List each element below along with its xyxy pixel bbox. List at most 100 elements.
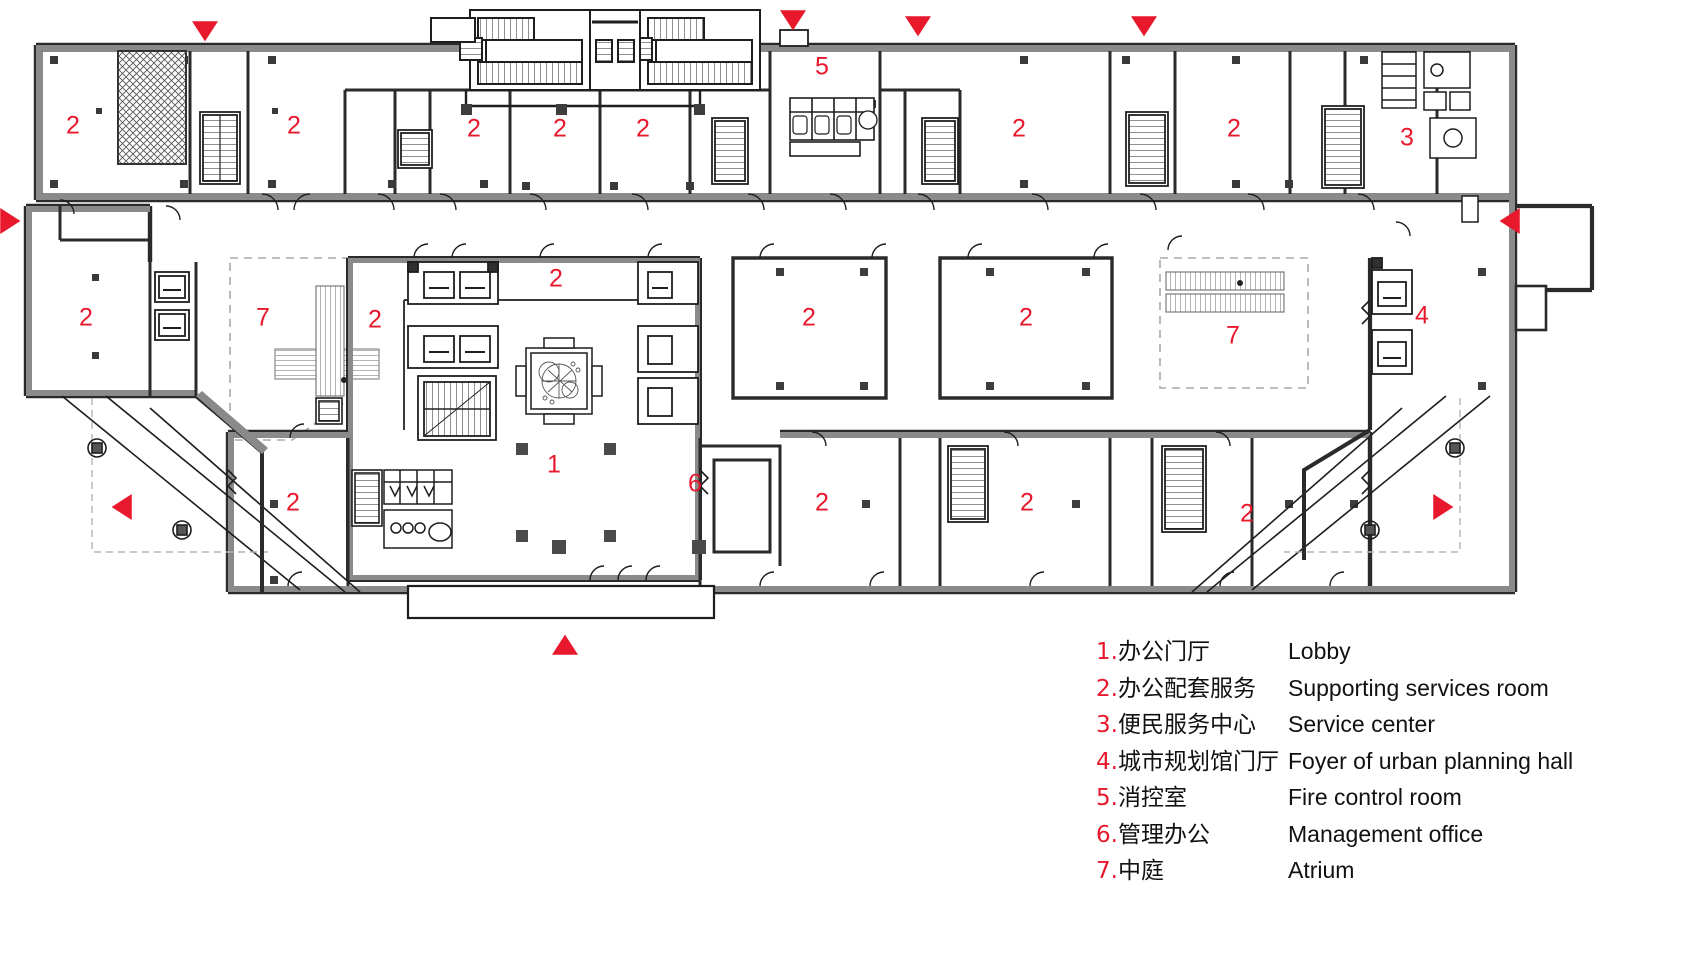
stair-north-mid-b <box>711 117 749 185</box>
east-wing-walls <box>1367 203 1595 430</box>
room-number-label: 6 <box>688 470 702 498</box>
room-number-label: 2 <box>66 112 80 140</box>
legend-row-3: 3.便民服务中心 Service center <box>1096 705 1656 742</box>
southwest-canopy <box>61 395 361 593</box>
legend-number-4: 4. <box>1096 748 1118 775</box>
entrance-marker-top-right-1 <box>905 16 931 37</box>
room-number-label: 2 <box>1227 115 1241 143</box>
entrance-marker-group <box>0 10 1520 655</box>
escalator-west <box>315 285 347 397</box>
exterior-stair-structure-right <box>629 9 761 91</box>
legend-label-cn-2: 2.办公配套服务 <box>1096 669 1288 703</box>
room-number-label: 2 <box>636 115 650 143</box>
escalator-east <box>1165 271 1285 313</box>
exterior-stair-structure-left <box>459 9 591 91</box>
legend-number-1: 1. <box>1096 639 1118 665</box>
south-range-partitions <box>346 438 1254 586</box>
entrance-marker-bottom-left <box>111 494 132 520</box>
stair-north-mid-a <box>397 129 433 169</box>
southeast-canopy <box>1191 395 1491 593</box>
exterior-platform-bottom <box>464 90 702 110</box>
entrance-marker-bottom-right <box>1433 494 1454 520</box>
stair-south-a <box>947 445 989 523</box>
platform-columns-top <box>461 104 705 115</box>
legend-number-6: 6. <box>1096 821 1118 848</box>
legend-row-2: 2.办公配套服务 Supporting services room <box>1096 669 1656 706</box>
room-number-label: 2 <box>368 306 382 334</box>
entrance-marker-top-center <box>780 10 806 31</box>
room-number-label: 2 <box>1020 489 1034 517</box>
hatched-shaft-top-left <box>117 50 187 165</box>
elevator-bank-central-west <box>407 325 499 369</box>
stair-north-right-a <box>921 117 959 185</box>
legend-text-en-2: Supporting services room <box>1288 674 1549 701</box>
legend-number-7: 7. <box>1096 858 1118 884</box>
southeast-diagonal-wall <box>1302 428 1372 560</box>
legend-row-5: 5.消控室 Fire control room <box>1096 778 1656 815</box>
stair-west-atrium <box>315 397 343 425</box>
legend-text-en-5: Fire control room <box>1288 784 1462 810</box>
legend-text-cn-5: 消控室 <box>1117 785 1187 811</box>
legend-label-cn-5: 5.消控室 <box>1096 778 1288 812</box>
legend-text-cn-7: 中庭 <box>1117 858 1164 884</box>
southeast-canopy-columns <box>1360 438 1465 540</box>
legend-label-cn-6: 6.管理办公 <box>1096 815 1288 849</box>
stair-central <box>417 375 497 441</box>
stair-north-right-b <box>1125 111 1169 187</box>
entrance-vestibule-doors <box>589 565 661 581</box>
room-number-label: 7 <box>256 304 270 332</box>
legend-text-en-6: Management office <box>1288 820 1484 847</box>
exterior-stoop-small <box>779 29 809 47</box>
room-number-label: 2 <box>286 489 300 517</box>
courtyard-tree-symbol <box>538 361 581 405</box>
room-number-label: 2 <box>802 304 816 332</box>
south-range-wall-fill <box>228 432 1515 592</box>
legend-text-en-1: Lobby <box>1288 638 1351 664</box>
middle-row-rooms <box>731 256 1114 400</box>
room-number-label: 1 <box>547 451 561 479</box>
main-entrance-vestibule <box>406 584 716 620</box>
legend-label-cn-4: 4.城市规划馆门厅 <box>1096 742 1288 776</box>
room-number-label: 2 <box>549 265 563 293</box>
room-number-label: 2 <box>287 112 301 140</box>
exterior-landing-center <box>589 9 641 91</box>
legend-row-4: 4.城市规划馆门厅 Foyer of urban planning hall <box>1096 742 1656 779</box>
legend-row-7: 7.中庭 Atrium <box>1096 851 1656 888</box>
east-wing-columns <box>1478 268 1486 390</box>
service-center-fixtures <box>1381 51 1479 223</box>
north-range-wall-fills <box>36 45 1515 593</box>
legend-label-cn-7: 7.中庭 <box>1096 851 1288 885</box>
elevator-west <box>154 271 190 341</box>
legend-row-6: 6.管理办公 Management office <box>1096 815 1656 852</box>
restroom-north-center <box>789 97 878 157</box>
stair-north-right-c <box>1321 105 1365 189</box>
legend-text-cn-6: 管理办公 <box>1117 821 1210 848</box>
room-number-label: 3 <box>1400 124 1414 152</box>
room-number-label: 2 <box>1240 500 1254 528</box>
exterior-stoop-left <box>430 17 476 43</box>
room-number-label: 5 <box>815 53 829 81</box>
west-wing-partitions <box>58 206 198 396</box>
southwest-canopy-columns <box>87 438 192 540</box>
room-number-label: 4 <box>1415 302 1429 330</box>
legend-text-cn-1: 办公门厅 <box>1117 639 1210 665</box>
legend-text-en-4: Foyer of urban planning hall <box>1288 747 1574 774</box>
stair-south-b <box>1161 445 1207 533</box>
expansion-joints <box>226 299 1372 495</box>
elevator-bank-central-east <box>637 261 699 425</box>
west-wing-columns <box>92 274 99 359</box>
southwest-diagonal-wall-fill <box>196 391 268 454</box>
legend-number-5: 5. <box>1096 785 1118 811</box>
legend-text-en-3: Service center <box>1288 711 1436 737</box>
room-number-label: 7 <box>1226 322 1240 350</box>
entrance-marker-left <box>0 208 21 234</box>
middle-row-columns <box>776 268 1090 390</box>
atrium-east-boundary <box>1159 257 1309 389</box>
legend-row-1: 1.办公门厅 Lobby <box>1096 632 1656 669</box>
room-number-label: 2 <box>1019 304 1033 332</box>
lobby-columns <box>516 443 616 542</box>
room-number-label: 2 <box>553 115 567 143</box>
legend: 1.办公门厅 Lobby 2.办公配套服务 Supporting service… <box>1096 632 1656 888</box>
room-number-label: 2 <box>815 489 829 517</box>
